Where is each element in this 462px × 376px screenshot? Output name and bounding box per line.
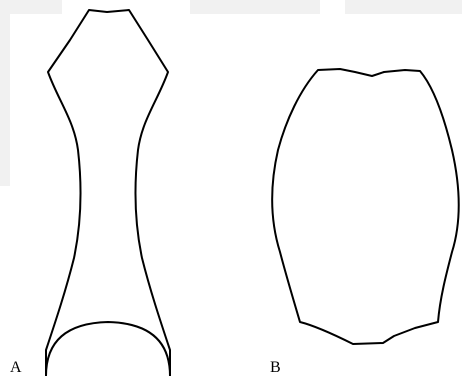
shape-b [272, 69, 459, 344]
panel-label-b: B [270, 360, 281, 376]
left-band [0, 14, 10, 186]
top-band-2 [190, 0, 320, 14]
shape-a-inner-curve [46, 322, 170, 376]
shape-a [46, 10, 170, 376]
panel-label-a: A [10, 360, 22, 376]
shape-b-outline [272, 69, 459, 344]
top-band-3 [345, 0, 462, 14]
top-band-1 [0, 0, 62, 14]
